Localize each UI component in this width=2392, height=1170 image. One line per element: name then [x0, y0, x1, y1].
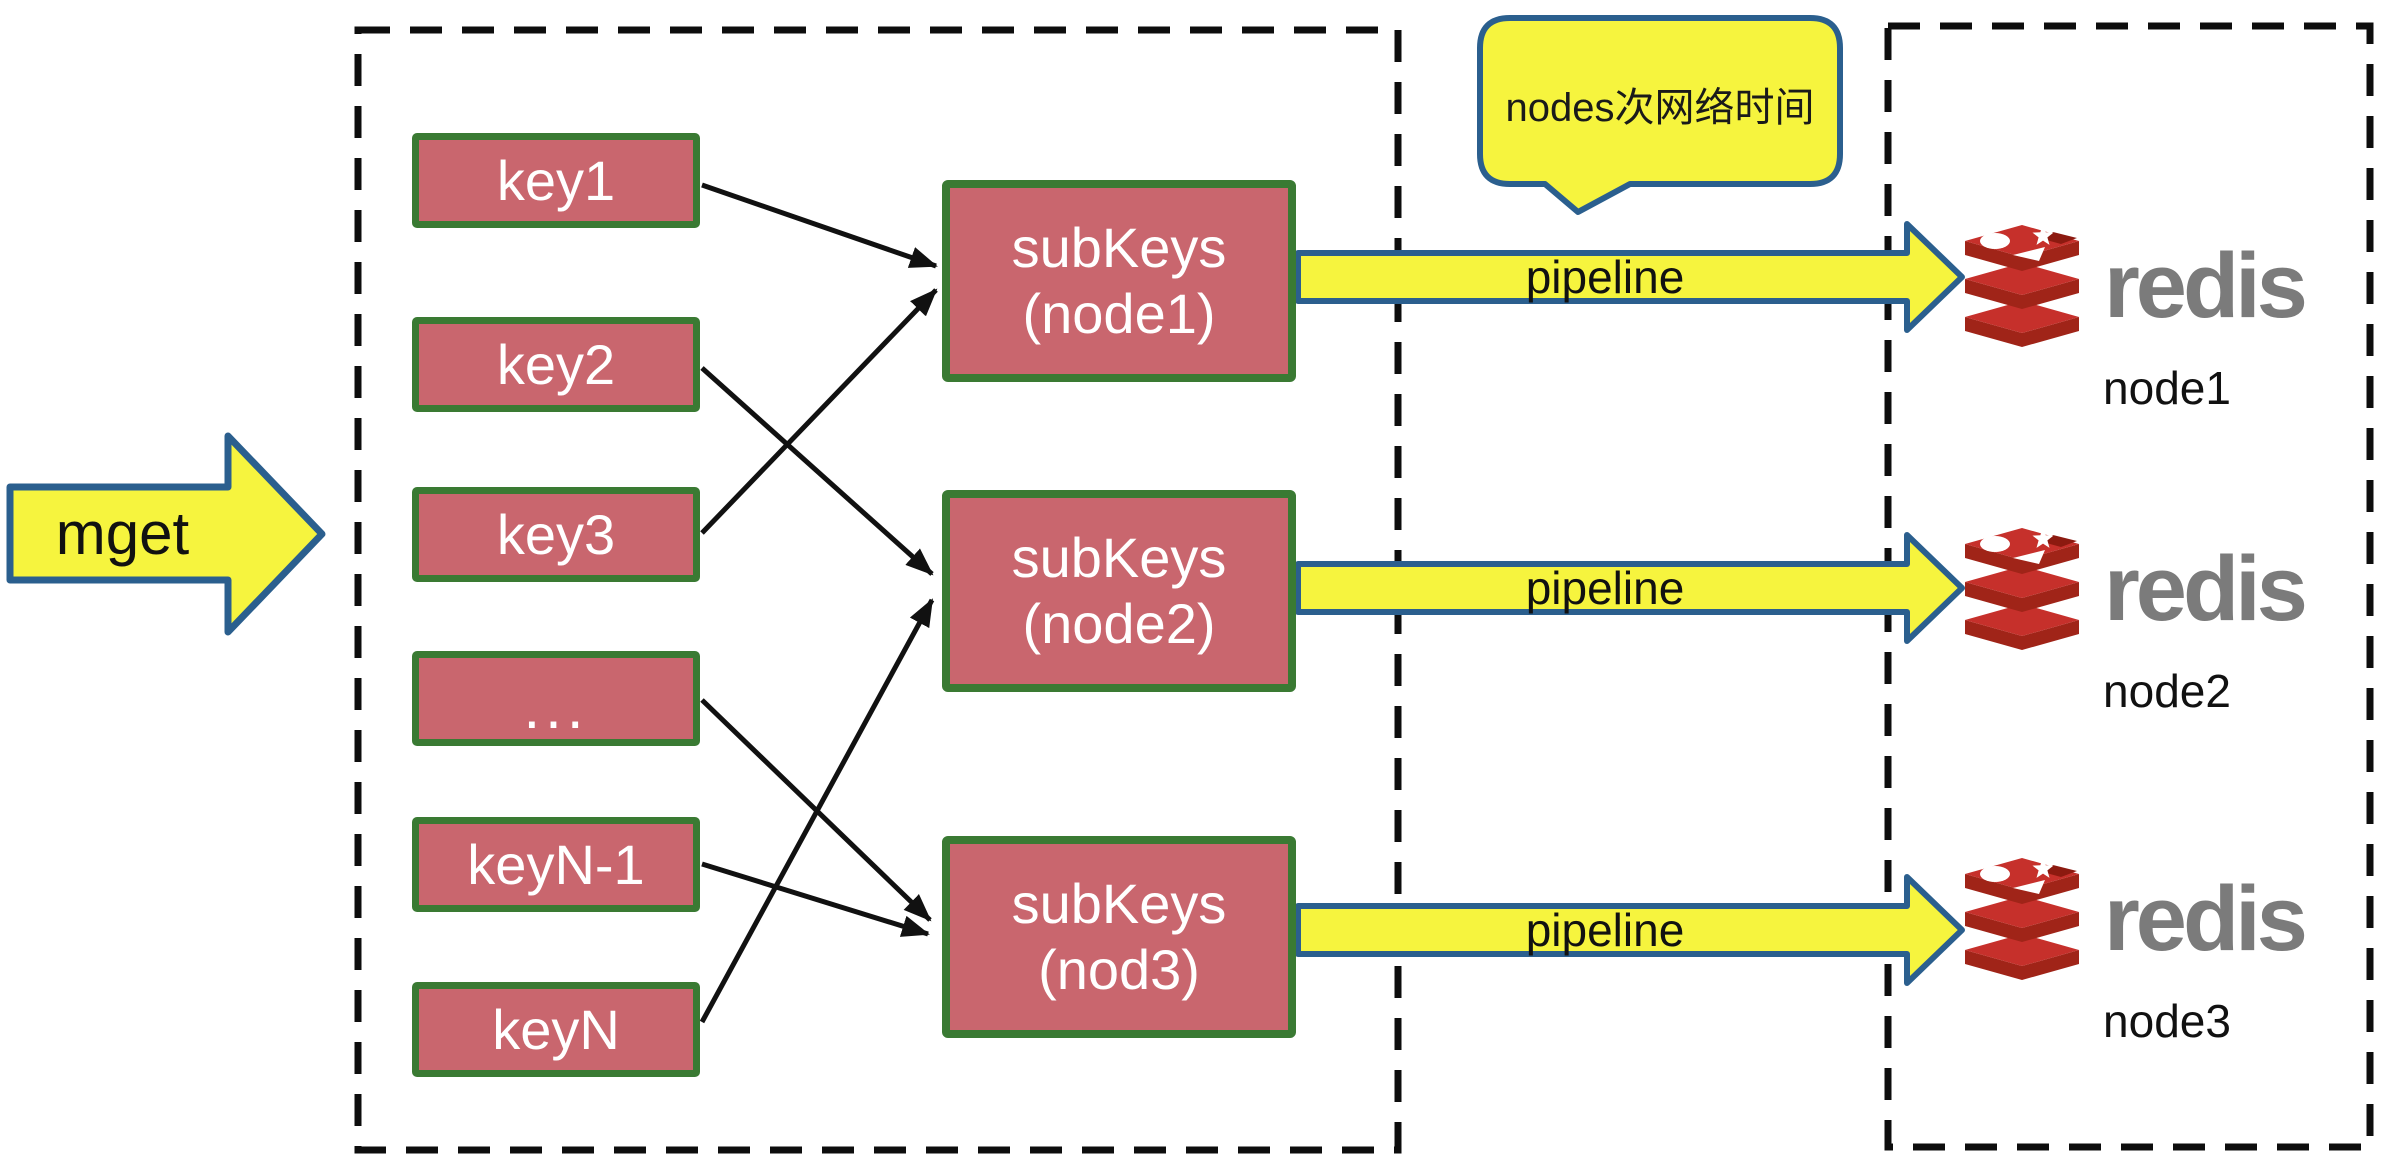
- callout-text: nodes次网络时间: [1505, 86, 1815, 130]
- redis-group-border: [1884, 22, 2374, 1151]
- key-label: key3: [496, 503, 616, 566]
- redis-wordmark: redis: [2104, 868, 2308, 970]
- pipeline-label-2: pipeline: [1525, 562, 1685, 614]
- subkeys-line1: subKeys: [1011, 872, 1227, 936]
- subkeys-line2: (nod3): [1038, 938, 1200, 1001]
- redis-logo-row: redis: [1952, 221, 2382, 351]
- pipeline-label-3: pipeline: [1525, 904, 1685, 956]
- subkeys-box-nod3: subKeys (nod3): [942, 836, 1296, 1038]
- redis-node-1: redis node1: [1952, 221, 2382, 415]
- connector-keyN1-nod3: [701, 861, 930, 937]
- redis-logo-icon: [1965, 528, 2079, 650]
- mget-arrow-shape: [6, 432, 326, 636]
- key-box-ellipsis: ...: [412, 651, 700, 746]
- redis-node-label: node1: [2103, 362, 2231, 414]
- redis-logo-icon: [1965, 858, 2079, 980]
- connector-key2-node2: [700, 366, 934, 576]
- pipeline-arrow-shape-2: [1295, 532, 1965, 644]
- redis-logo-icon: [1965, 225, 2079, 347]
- key-label: key2: [496, 333, 616, 396]
- redis-logo-row: redis: [1952, 524, 2382, 654]
- key-box-keyN-1: keyN-1: [412, 817, 700, 912]
- subkeys-line2: (node2): [1022, 592, 1216, 655]
- key-label: keyN-1: [467, 833, 645, 896]
- pipeline-arrow-shape-3: [1295, 874, 1965, 986]
- subkeys-line2: (node1): [1022, 282, 1216, 345]
- redis-wordmark: redis: [2104, 235, 2308, 337]
- subkeys-box-node2: subKeys (node2): [942, 490, 1296, 692]
- redis-node-label: node2: [2103, 665, 2231, 717]
- key-label: keyN: [492, 998, 620, 1061]
- redis-node-2: redis node2: [1952, 524, 2382, 718]
- key-box-key3: key3: [412, 487, 700, 582]
- key-box-key2: key2: [412, 317, 700, 412]
- redis-node-label: node3: [2103, 995, 2231, 1047]
- connector-key1-node1: [701, 182, 938, 269]
- key-label: ...: [523, 673, 589, 741]
- client-group-border: [354, 26, 1402, 1154]
- subkeys-line1: subKeys: [1011, 216, 1227, 280]
- redis-logo-row: redis: [1952, 854, 2382, 984]
- key-label: key1: [496, 149, 616, 212]
- mget-arrow-label: mget: [55, 499, 190, 567]
- key-box-keyN: keyN: [412, 982, 700, 1077]
- pipeline-label-1: pipeline: [1525, 251, 1685, 303]
- redis-wordmark: redis: [2104, 538, 2308, 640]
- subkeys-box-node1: subKeys (node1): [942, 180, 1296, 382]
- pipeline-arrow-shape-1: [1295, 221, 1965, 333]
- connector-keyN-node2: [699, 598, 935, 1024]
- callout-bubble-shape: [1477, 15, 1843, 215]
- key-box-key1: key1: [412, 133, 700, 228]
- subkeys-line1: subKeys: [1011, 526, 1227, 590]
- redis-node-3: redis node3: [1952, 854, 2382, 1048]
- connector-key3-node1: [700, 288, 938, 535]
